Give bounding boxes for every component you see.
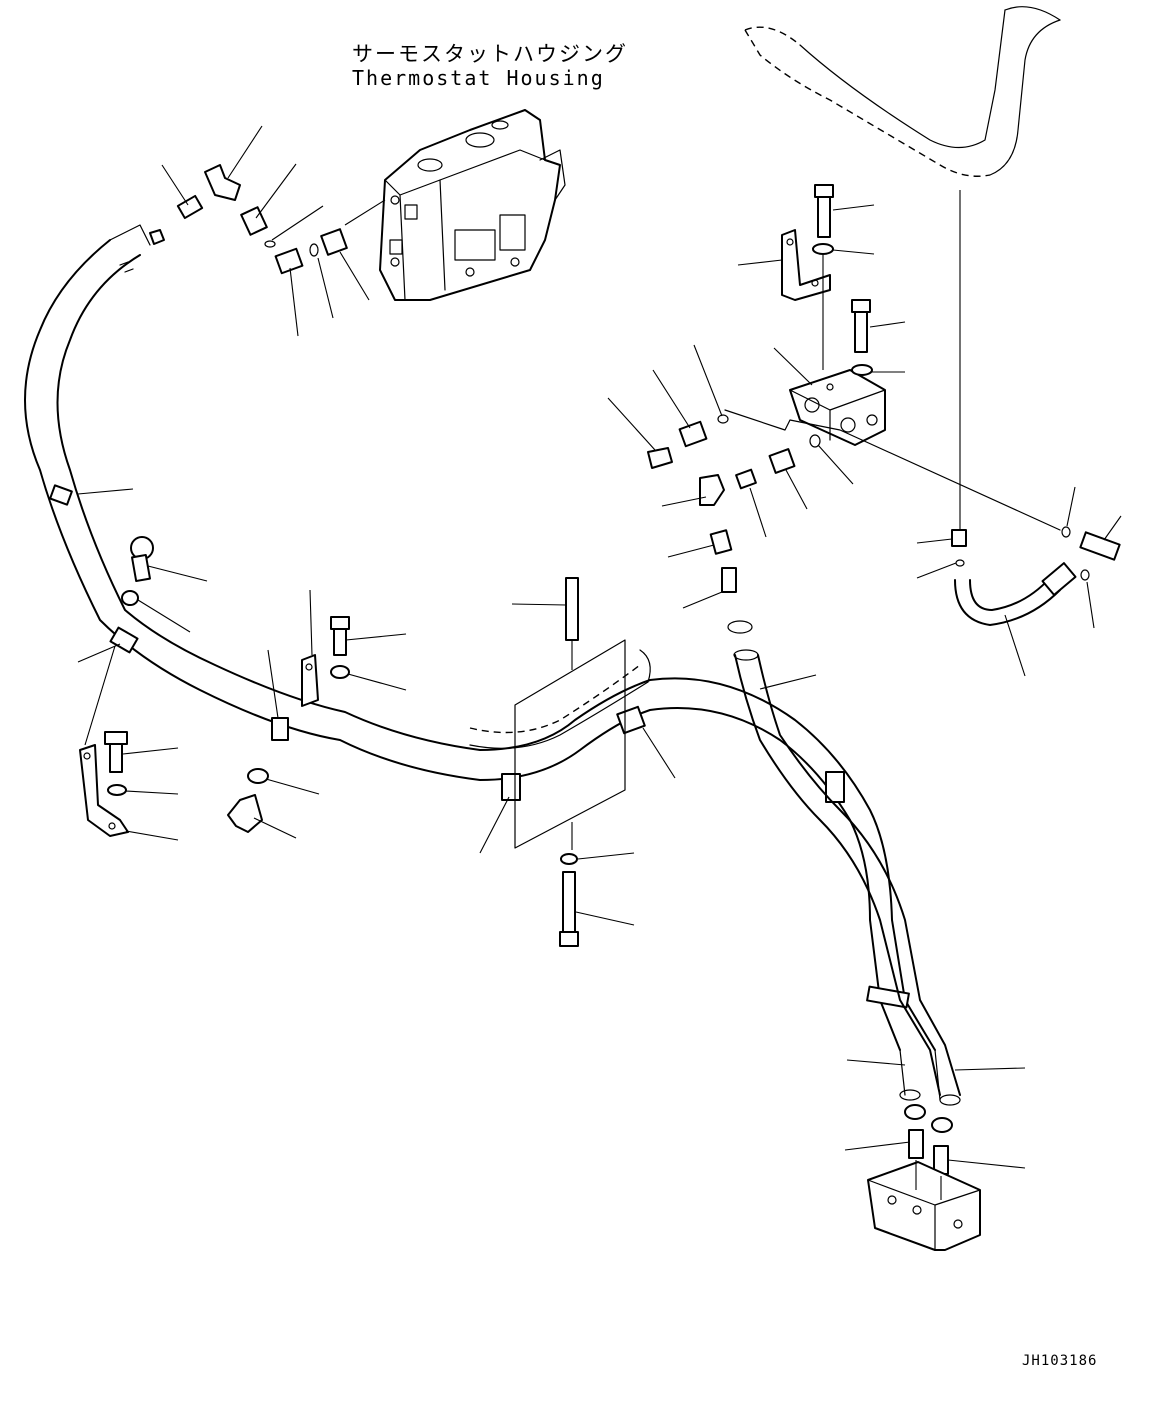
thermostat-housing-label-ja: サーモスタットハウジング xyxy=(352,42,628,66)
tee-block-assembly xyxy=(607,184,1061,634)
bottom-manifold xyxy=(844,1059,1026,1251)
thermostat-housing xyxy=(344,109,566,301)
coolant-pipe-outline xyxy=(744,6,1061,530)
drawing-number: JH103186 xyxy=(1022,1353,1098,1369)
small-bypass-hose xyxy=(916,486,1122,677)
long-coolant-hose xyxy=(24,224,936,1051)
housing-fittings xyxy=(149,125,370,337)
second-coolant-hose xyxy=(733,649,961,1106)
center-hose-mount xyxy=(469,577,817,947)
left-mounting-hardware xyxy=(77,488,407,841)
thermostat-housing-label-en: Thermostat Housing xyxy=(352,66,605,90)
